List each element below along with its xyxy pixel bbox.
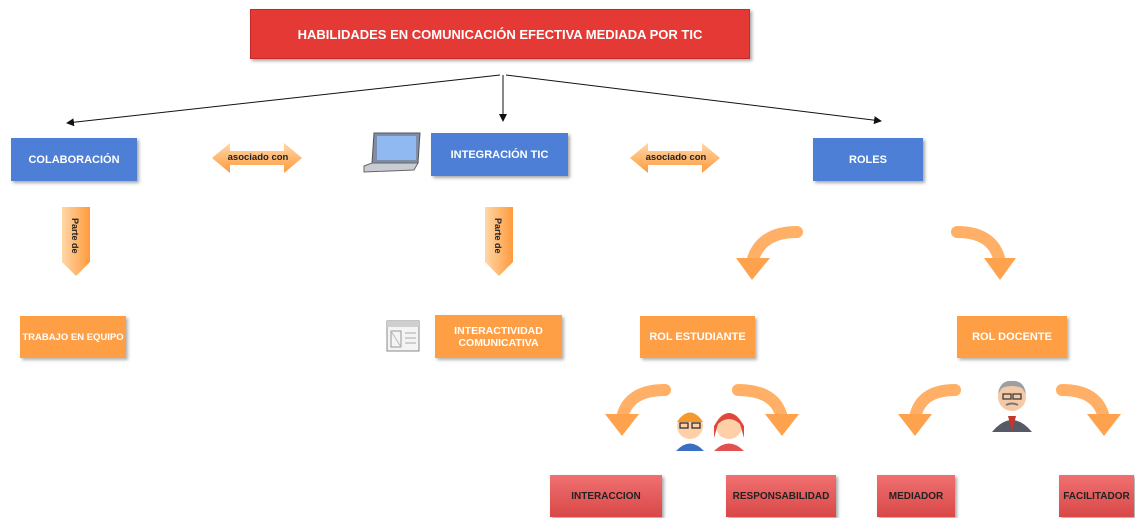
node-interaccion: INTERACCION [550, 475, 662, 517]
node-responsabilidad: RESPONSABILIDAD [726, 475, 836, 517]
connector-title-colaboracion [66, 74, 501, 127]
title-node: HABILIDADES EN COMUNICACIÓN EFECTIVA MED… [250, 9, 750, 59]
curved-arrow-roles-right [951, 226, 1016, 280]
down-arrow-2 [485, 207, 513, 276]
curved-arrow-estudiante-right [732, 384, 799, 436]
node-facilitador: FACILITADOR [1059, 475, 1134, 517]
document-icon [386, 320, 420, 352]
link-label-asociado-2: asociado con [645, 152, 707, 163]
connector-title-roles [505, 74, 882, 125]
curved-arrow-docente-left [898, 384, 961, 436]
node-trabajo-en-equipo: TRABAJO EN EQUIPO [20, 316, 126, 358]
node-rol-estudiante: ROL ESTUDIANTE [640, 316, 755, 358]
teacher-icon [992, 380, 1032, 432]
down-arrow-1 [62, 207, 90, 276]
node-roles: ROLES [813, 138, 923, 181]
double-arrow-2 [630, 143, 720, 173]
link-label-parte-2: Parte de [493, 218, 503, 254]
node-colaboracion: COLABORACIÓN [11, 138, 137, 181]
node-interactividad-comunicativa: INTERACTIVIDAD COMUNICATIVA [435, 315, 562, 358]
double-arrow-1 [212, 143, 302, 173]
curved-arrow-estudiante-left [605, 384, 671, 436]
laptop-icon [363, 132, 421, 173]
node-rol-docente: ROL DOCENTE [957, 316, 1067, 358]
students-icon [676, 412, 744, 451]
link-label-asociado-1: asociado con [227, 152, 289, 163]
curved-arrow-docente-right [1056, 384, 1121, 436]
curved-arrow-roles-left [736, 226, 803, 280]
link-label-parte-1: Parte de [70, 218, 80, 254]
node-integracion-tic: INTEGRACIÓN TIC [431, 133, 568, 176]
node-mediador: MEDIADOR [877, 475, 955, 517]
